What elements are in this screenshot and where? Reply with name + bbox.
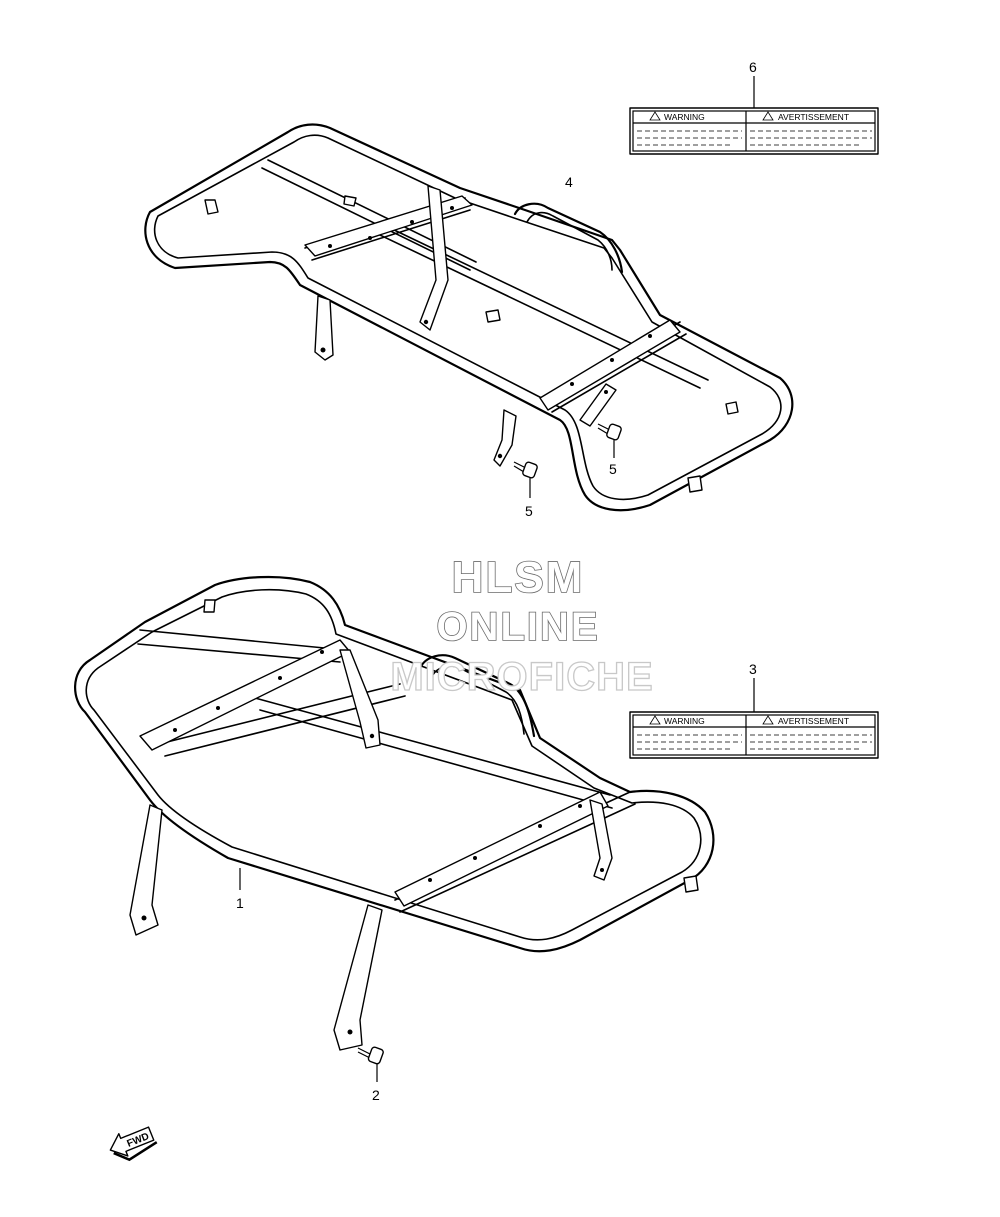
watermark-line2: ONLINE bbox=[436, 605, 599, 649]
warning-triangle-icon bbox=[762, 111, 774, 121]
callout-6: 6 bbox=[749, 59, 757, 75]
warning-triangle-icon bbox=[649, 715, 661, 725]
bolt-5a-icon bbox=[513, 461, 538, 479]
bolt-5b-icon bbox=[597, 423, 622, 441]
bolt-2-icon bbox=[357, 1046, 384, 1065]
warning-triangle-icon bbox=[762, 715, 774, 725]
warning-triangle-icon bbox=[649, 111, 661, 121]
front-carrier-rack bbox=[74, 575, 715, 1051]
callout-3: 3 bbox=[749, 661, 757, 677]
watermark-line3: MICROFICHE bbox=[390, 655, 653, 699]
callout-4: 4 bbox=[565, 174, 573, 190]
watermark-line1: HLSM bbox=[452, 553, 585, 602]
warning-label-6: WARNING AVERTISSEMENT bbox=[629, 107, 879, 155]
forward-arrow-icon: FWD bbox=[109, 1126, 158, 1162]
rear-carrier-rack bbox=[144, 123, 794, 512]
label3-avertissement-heading: AVERTISSEMENT bbox=[778, 716, 849, 726]
callout-2: 2 bbox=[372, 1087, 380, 1103]
label6-avertissement-heading: AVERTISSEMENT bbox=[778, 112, 849, 122]
callout-1: 1 bbox=[236, 895, 244, 911]
callout-5a: 5 bbox=[525, 503, 533, 519]
callout-5b: 5 bbox=[609, 461, 617, 477]
warning-label-3: WARNING AVERTISSEMENT bbox=[629, 711, 879, 759]
label3-warning-heading: WARNING bbox=[664, 716, 705, 726]
label6-warning-heading: WARNING bbox=[664, 112, 705, 122]
